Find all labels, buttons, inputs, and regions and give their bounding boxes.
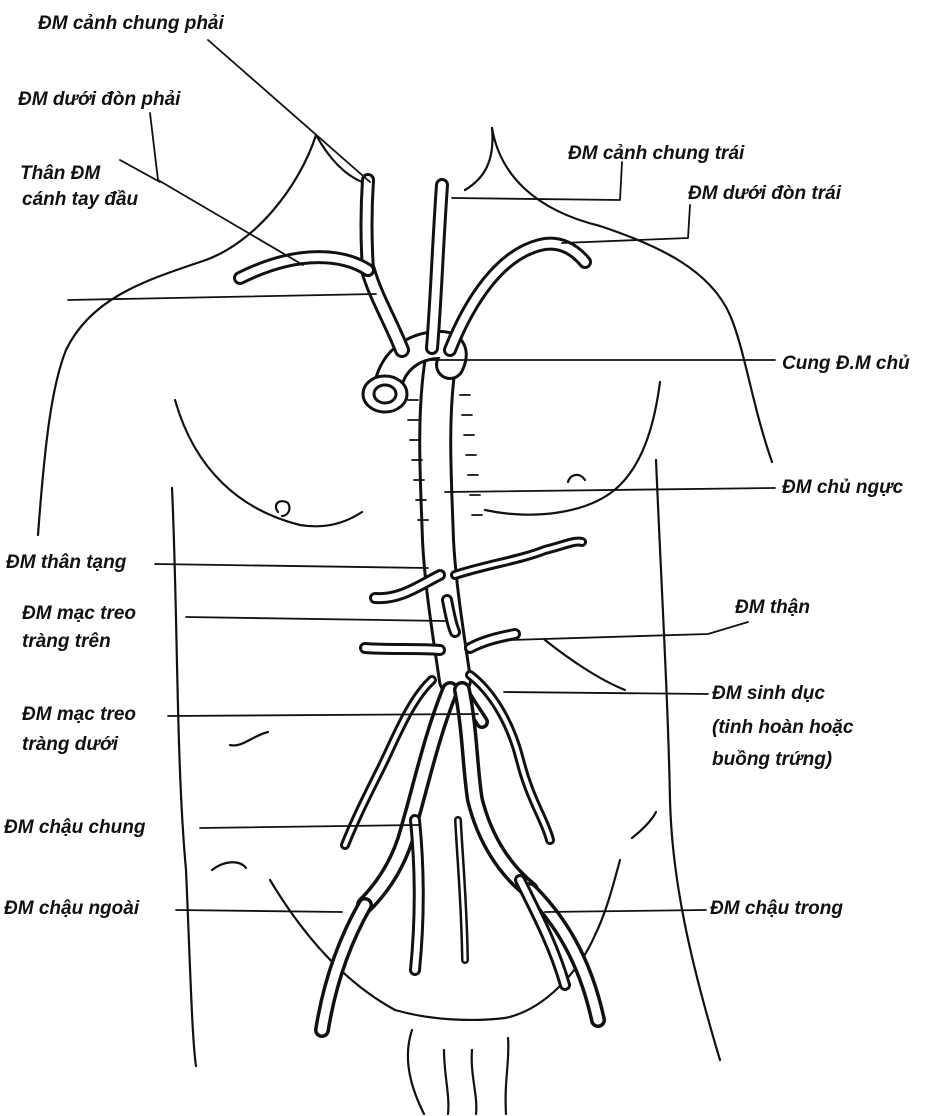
label-dm-sinh-duc-line3: buồng trứng) xyxy=(712,748,832,772)
groin-right xyxy=(270,880,505,1020)
label-than-dm-line2: cánh tay đầu xyxy=(22,188,138,212)
left-nipple xyxy=(568,475,585,482)
label-dm-canh-chung-phai: ĐM cảnh chung phải xyxy=(38,12,224,36)
neck-right xyxy=(316,135,362,182)
leader-dm-chu-nguc xyxy=(445,488,775,492)
leader-dm-duoi-don-phai xyxy=(150,113,303,265)
label-dm-duoi-don-trai: ĐM dưới đòn trái xyxy=(688,182,841,206)
right-hip-crease xyxy=(212,862,246,870)
left-subclavian xyxy=(450,244,585,350)
label-dm-than: ĐM thận xyxy=(735,596,810,620)
abdomen-crease xyxy=(545,640,625,690)
label-dm-chau-chung: ĐM chậu chung xyxy=(4,816,145,840)
leader-dm-duoi-don-trai xyxy=(562,205,690,243)
navel-mark xyxy=(230,732,268,745)
neck-left xyxy=(465,128,493,190)
leader-dm-chau-chung xyxy=(200,825,420,828)
leader-dm-chau-ngoai xyxy=(176,910,342,912)
leader-dm-sinh-duc xyxy=(504,692,708,694)
leader-dm-canh-chung-phai xyxy=(208,40,370,182)
label-than-dm-line1: Thân ĐM xyxy=(20,162,100,186)
label-dm-duoi-don-phai: ĐM dưới đòn phải xyxy=(18,88,180,112)
left-pectoral xyxy=(485,382,660,515)
label-cung-dm-chu: Cung Đ.M chủ xyxy=(782,352,910,376)
right-nipple xyxy=(276,501,290,516)
label-dm-mac-treo-tren-line2: tràng trên xyxy=(22,630,111,654)
label-dm-canh-chung-trai: ĐM cảnh chung trái xyxy=(568,142,744,166)
right-flank xyxy=(172,488,196,1066)
label-dm-sinh-duc-line1: ĐM sinh dục xyxy=(712,682,825,706)
leader-than-dm xyxy=(68,160,376,300)
label-dm-sinh-duc-line2: (tinh hoàn hoặc xyxy=(712,716,853,740)
left-flank xyxy=(656,460,720,1060)
arteries xyxy=(240,180,598,1030)
label-dm-chau-trong: ĐM chậu trong xyxy=(710,897,843,921)
label-dm-chau-ngoai: ĐM chậu ngoài xyxy=(4,897,139,921)
right-pectoral xyxy=(175,400,362,526)
label-dm-mac-treo-tren-line1: ĐM mạc treo xyxy=(22,602,136,626)
left-hip-crease xyxy=(632,812,656,838)
leader-dm-than xyxy=(510,622,748,640)
leader-dm-mac-treo-tren xyxy=(186,617,446,621)
left-shoulder-outline xyxy=(492,128,772,462)
label-dm-mac-treo-duoi-line2: tràng dưới xyxy=(22,733,118,757)
label-dm-than-tang: ĐM thân tạng xyxy=(6,551,126,575)
leader-dm-than-tang xyxy=(155,564,428,568)
legs-outline xyxy=(408,1030,509,1114)
label-dm-chu-nguc: ĐM chủ ngực xyxy=(782,476,903,500)
label-dm-mac-treo-duoi-line1: ĐM mạc treo xyxy=(22,703,136,727)
